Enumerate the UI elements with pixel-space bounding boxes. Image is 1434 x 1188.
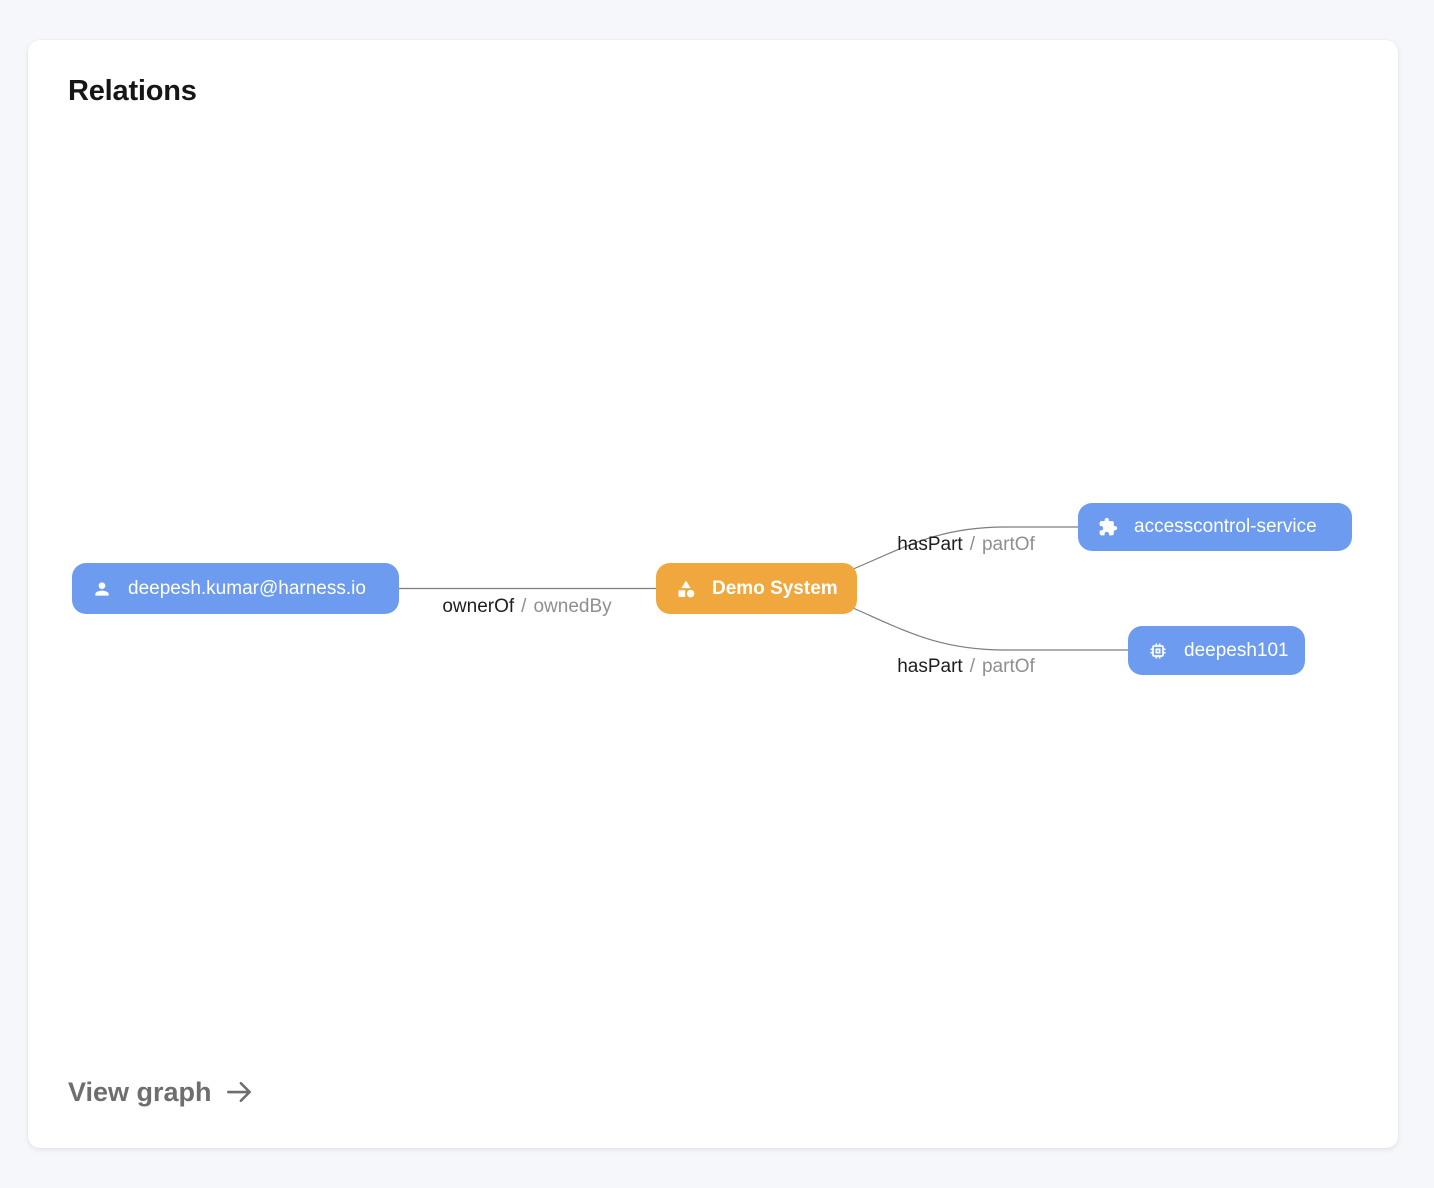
- node-label: deepesh.kumar@harness.io: [128, 577, 366, 599]
- node-demo-system[interactable]: Demo System: [656, 563, 857, 614]
- node-label: Demo System: [712, 577, 838, 599]
- arrow-right-icon: [226, 1081, 251, 1103]
- node-label: accesscontrol-service: [1134, 516, 1317, 537]
- person-icon: [92, 579, 112, 599]
- extension-icon: [1098, 517, 1118, 537]
- node-accesscontrol-service[interactable]: accesscontrol-service: [1078, 503, 1352, 551]
- node-user[interactable]: deepesh.kumar@harness.io: [72, 563, 399, 614]
- category-icon: [676, 579, 696, 599]
- view-graph-link[interactable]: View graph: [68, 1076, 254, 1108]
- memory-icon: [1148, 641, 1168, 661]
- view-graph-label: View graph: [68, 1077, 212, 1107]
- node-label: deepesh101: [1184, 639, 1289, 661]
- node-deepesh101[interactable]: deepesh101: [1128, 626, 1305, 675]
- card-title: Relations: [68, 75, 197, 107]
